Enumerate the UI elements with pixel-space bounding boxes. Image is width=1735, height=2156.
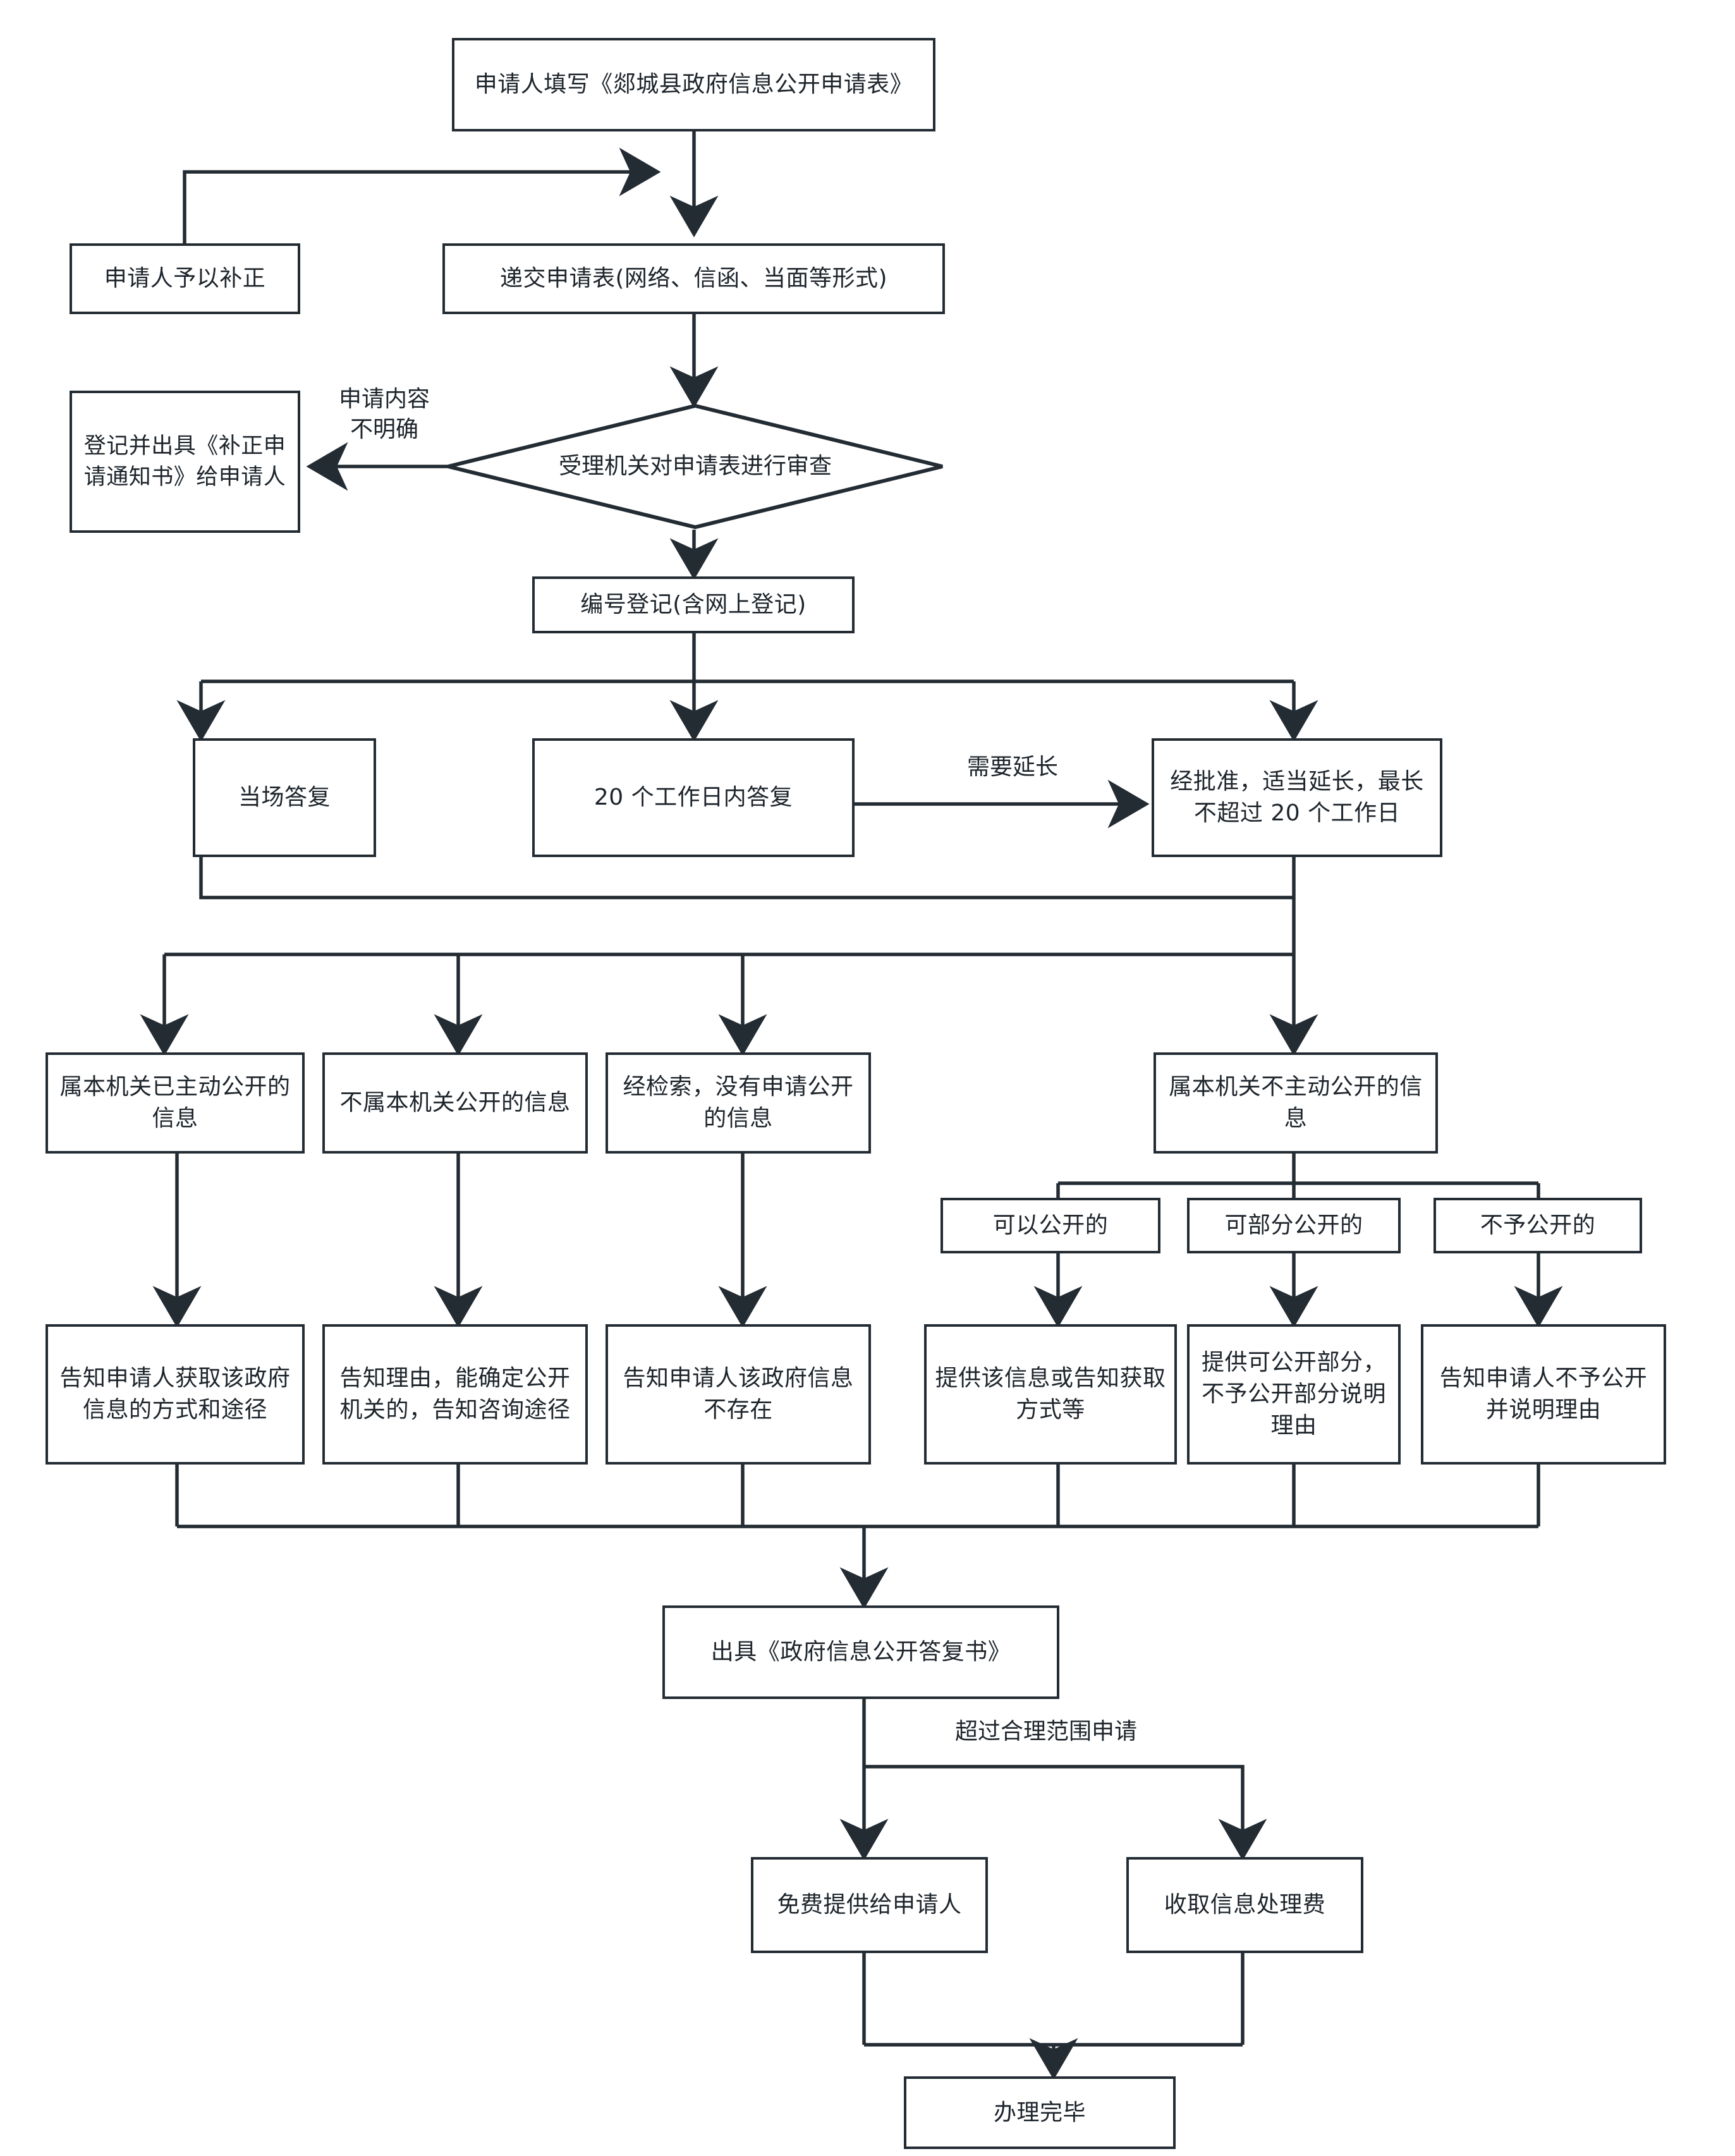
edge-label-beyond-reasonable-scope: 超过合理范围申请 [954, 1719, 1137, 1745]
node-submit-form[interactable]: 递交申请表(网络、信函、当面等形式) [442, 243, 945, 314]
node-issue-reply-document[interactable]: 出具《政府信息公开答复书》 [662, 1605, 1059, 1699]
node-not-to-be-public[interactable]: 不予公开的 [1434, 1198, 1642, 1253]
node-charge-processing-fee[interactable]: 收取信息处理费 [1126, 1857, 1363, 1953]
node-application-form[interactable]: 申请人填写《郯城县政府信息公开申请表》 [452, 38, 935, 131]
node-process-complete[interactable]: 办理完毕 [904, 2076, 1176, 2149]
node-inform-refusal-reason[interactable]: 告知申请人不予公开并说明理由 [1421, 1324, 1666, 1465]
node-reply-within-20-days[interactable]: 20 个工作日内答复 [532, 738, 855, 857]
node-inform-access-method[interactable]: 告知申请人获取该政府信息的方式和途径 [46, 1324, 305, 1465]
node-onsite-reply[interactable]: 当场答复 [193, 738, 376, 857]
node-number-registration[interactable]: 编号登记(含网上登记) [532, 576, 855, 633]
node-partially-public[interactable]: 可部分公开的 [1187, 1198, 1401, 1253]
node-provide-partial-explain[interactable]: 提供可公开部分，不予公开部分说明理由 [1187, 1324, 1401, 1465]
node-review-application[interactable]: 受理机关对申请表进行审查 [446, 403, 945, 530]
node-info-not-ours[interactable]: 不属本机关公开的信息 [322, 1052, 588, 1154]
node-register-and-issue-notice[interactable]: 登记并出具《补正申请通知书》给申请人 [70, 391, 300, 533]
edge-correct-to-submit [183, 147, 661, 243]
node-applicant-supplement[interactable]: 申请人予以补正 [70, 243, 300, 314]
node-info-already-proactively-public[interactable]: 属本机关已主动公开的信息 [46, 1052, 305, 1154]
node-inform-info-not-exist[interactable]: 告知申请人该政府信息不存在 [606, 1324, 871, 1465]
edge-reply-to-fee [864, 1765, 1267, 1861]
node-review-application-label: 受理机关对申请表进行审查 [558, 453, 832, 480]
node-info-not-proactively-public[interactable]: 属本机关不主动公开的信息 [1154, 1052, 1438, 1154]
edge-label-unclear-content: 申请内容 不明确 [338, 386, 430, 443]
node-info-not-found[interactable]: 经检索，没有申请公开的信息 [606, 1052, 871, 1154]
node-approved-extension[interactable]: 经批准，适当延长，最长不超过 20 个工作日 [1152, 738, 1442, 857]
edge-label-need-extension: 需要延长 [966, 754, 1058, 780]
node-inform-reason-and-consult[interactable]: 告知理由，能确定公开机关的，告知咨询途径 [322, 1324, 588, 1465]
diamond-shape [447, 403, 943, 530]
node-free-to-applicant[interactable]: 免费提供给申请人 [751, 1857, 988, 1953]
node-provide-or-inform-method[interactable]: 提供该信息或告知获取方式等 [924, 1324, 1177, 1465]
node-can-be-public[interactable]: 可以公开的 [941, 1198, 1160, 1253]
edge-onsite-merge [199, 855, 1294, 899]
